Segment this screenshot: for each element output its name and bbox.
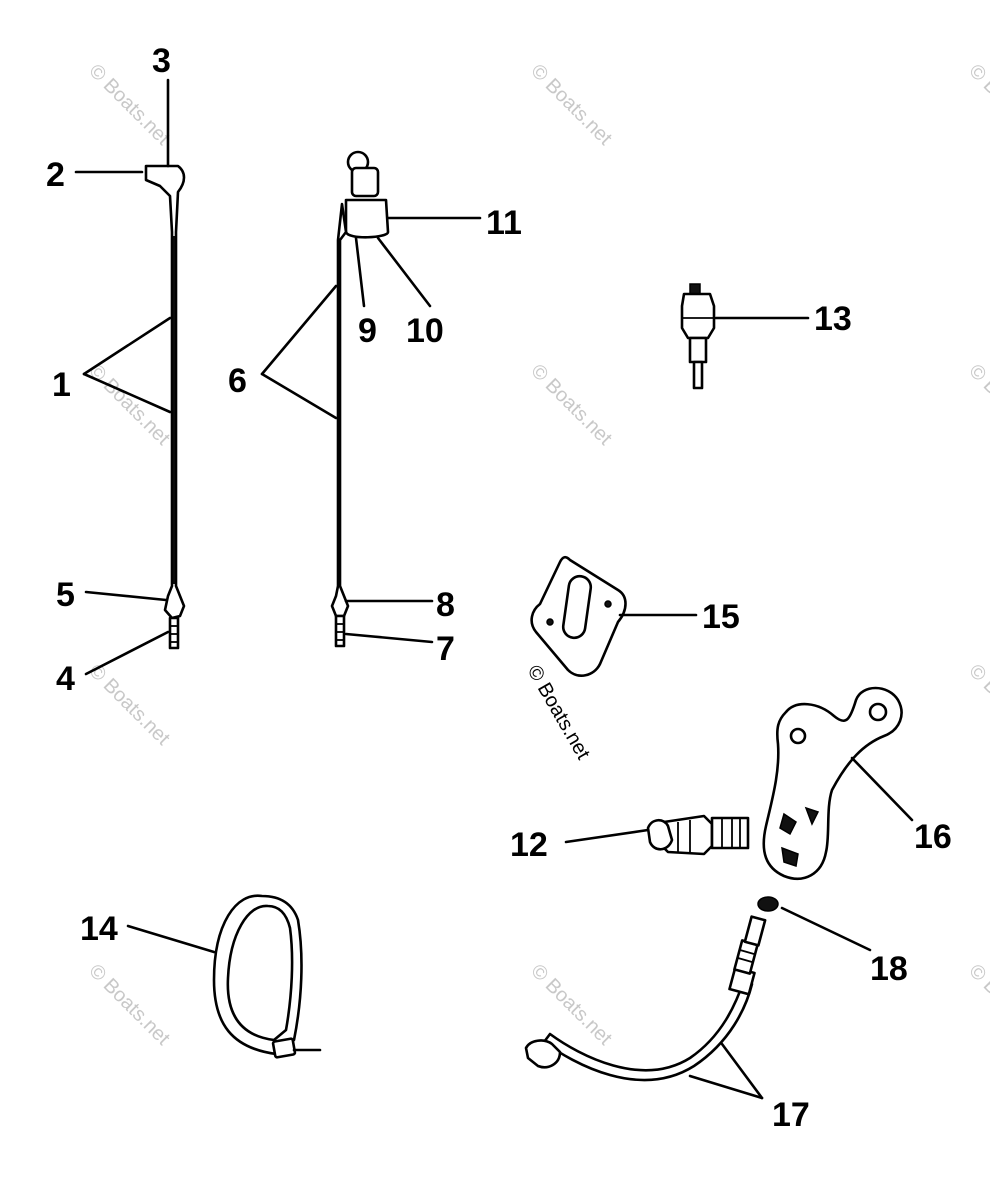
callout-3: 3 <box>152 42 171 80</box>
strap <box>212 894 322 1059</box>
callout-17: 17 <box>772 1096 810 1134</box>
watermark: © Boats.net <box>84 660 174 750</box>
gasket-plate <box>530 555 627 677</box>
callout-2: 2 <box>46 156 65 194</box>
leader-lines <box>74 78 914 1100</box>
callout-9: 9 <box>358 312 377 350</box>
watermark: © Boats.net <box>526 60 616 150</box>
watermark: © Boats.net <box>84 960 174 1050</box>
callout-16: 16 <box>914 818 952 856</box>
dipstick-tube-middle <box>330 150 390 648</box>
callout-13: 13 <box>814 300 852 338</box>
callout-12: 12 <box>510 826 548 864</box>
callout-1: 1 <box>52 366 71 404</box>
sensor-switch <box>680 283 716 390</box>
hose <box>524 915 767 1082</box>
watermark: © Boats.net <box>526 960 616 1050</box>
dipstick-tube-left <box>144 164 186 650</box>
watermark: © Boats.net <box>964 360 990 450</box>
callout-10: 10 <box>406 312 444 350</box>
watermarks: © Boats.net © Boats.net © Boats.net © Bo… <box>84 60 990 1050</box>
watermark: © Boats.net <box>84 360 174 450</box>
callout-15: 15 <box>702 598 740 636</box>
callouts: 3 2 1 5 4 6 9 10 11 8 7 13 15 16 12 14 1… <box>46 42 952 1134</box>
watermark: © Boats.net <box>964 960 990 1050</box>
callout-18: 18 <box>870 950 908 988</box>
callout-7: 7 <box>436 630 455 668</box>
callout-11: 11 <box>486 204 522 242</box>
callout-4: 4 <box>56 660 75 698</box>
watermark: © Boats.net <box>964 660 990 750</box>
watermark: © Boats.net <box>526 360 616 450</box>
callout-5: 5 <box>56 576 75 614</box>
callout-14: 14 <box>80 910 118 948</box>
callout-8: 8 <box>436 586 455 624</box>
watermark: © Boats.net <box>964 60 990 150</box>
callout-6: 6 <box>228 362 247 400</box>
fitting <box>646 814 750 856</box>
mounting-bracket <box>762 686 903 881</box>
plug <box>757 896 779 912</box>
